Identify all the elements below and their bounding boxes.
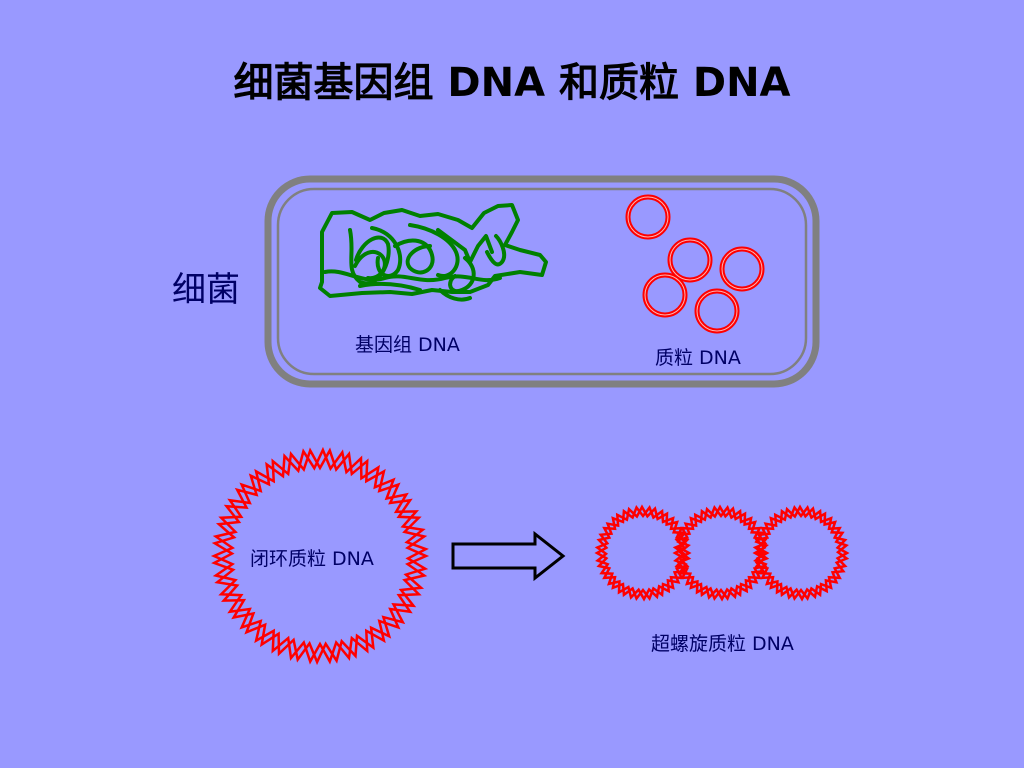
bacterial-cell <box>264 175 820 388</box>
genomic-outer-loop <box>318 203 548 298</box>
plasmid-dna-label: 质粒 DNA <box>655 347 741 369</box>
supercoiled-ring-strand <box>594 504 692 602</box>
supercoiled-ring-strand <box>752 504 850 602</box>
page-title: 细菌基因组 DNA 和质粒 DNA <box>233 60 791 106</box>
right-arrow-icon <box>451 530 566 582</box>
plasmid-circle <box>642 272 688 318</box>
genomic-strand <box>370 226 403 278</box>
supercoiled-plasmid-label: 超螺旋质粒 DNA <box>651 633 794 655</box>
genomic-strand <box>436 228 494 264</box>
bacteria-label: 细菌 <box>172 270 240 310</box>
closed-ring-strand <box>211 446 429 666</box>
genomic-strand <box>448 256 476 294</box>
genomic-strand <box>408 223 460 279</box>
closed-circular-plasmid-ring <box>210 446 430 666</box>
genomic-dna-tangle <box>318 203 548 302</box>
cell-wall-inner <box>276 187 808 376</box>
plasmid-circle <box>694 288 740 334</box>
genomic-dna-label: 基因组 DNA <box>355 334 460 356</box>
plasmid-group <box>625 194 765 334</box>
supercoiled-ring-strand <box>672 504 770 602</box>
genomic-strand <box>393 238 435 275</box>
cell-wall-outer <box>264 175 820 388</box>
plasmid-circle <box>667 237 713 283</box>
plasmid-circle <box>625 194 671 240</box>
genomic-strand <box>485 234 507 267</box>
genomic-strand <box>353 249 387 281</box>
genomic-strand <box>358 281 422 292</box>
supercoiled-plasmid-rings <box>594 504 850 602</box>
closed-circular-plasmid-label: 闭环质粒 DNA <box>250 548 374 570</box>
genomic-strand <box>438 288 472 302</box>
plasmid-circle <box>719 246 765 292</box>
